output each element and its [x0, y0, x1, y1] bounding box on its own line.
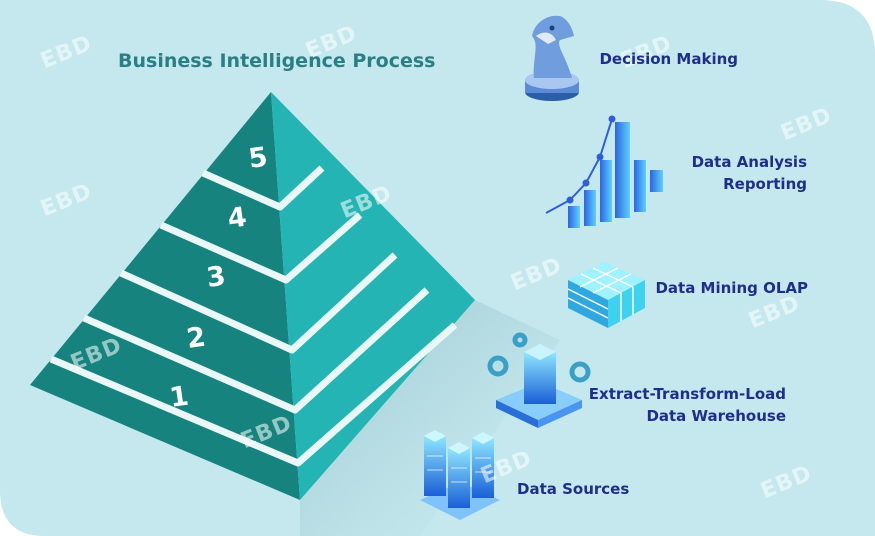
- data-mining-cube-icon: [567, 262, 645, 328]
- level-label-3: Data Mining OLAP: [655, 277, 808, 299]
- level-label-5-line1: Decision Making: [599, 50, 738, 68]
- diagram-title: Business Intelligence Process: [118, 50, 436, 72]
- pyramid-separators: [49, 165, 458, 467]
- level-label-4-line1: Data Analysis: [691, 153, 807, 171]
- separator-3: [119, 252, 398, 354]
- level-number-3: 3: [205, 261, 228, 294]
- bar-chart-icon: [545, 115, 663, 228]
- level-label-3-line1: Data Mining OLAP: [655, 279, 808, 297]
- pyramid-right-face: [271, 92, 475, 500]
- level-number-4: 4: [226, 202, 249, 235]
- chess-knight-icon: [525, 15, 579, 101]
- level-label-4: Data Analysis Reporting: [692, 151, 807, 195]
- etl-warehouse-icon: [487, 332, 591, 428]
- data-sources-icon: [420, 430, 500, 520]
- level-label-2-line2: Data Warehouse: [646, 407, 786, 425]
- separator-5: [201, 165, 325, 211]
- separator-2: [82, 287, 430, 414]
- separator-1: [49, 322, 458, 467]
- level-number-2: 2: [185, 322, 208, 355]
- level-label-2-line1: Extract-Transform-Load: [588, 385, 786, 403]
- level-label-4-line2: Reporting: [723, 175, 807, 193]
- level-label-5: Decision Making: [599, 48, 738, 70]
- level-label-1: Data Sources: [517, 478, 629, 500]
- level-label-1-line1: Data Sources: [517, 480, 630, 498]
- level-number-1: 1: [168, 381, 191, 414]
- separator-4: [159, 212, 363, 284]
- level-number-5: 5: [247, 142, 270, 175]
- level-label-2: Extract-Transform-Load Data Warehouse: [589, 383, 786, 427]
